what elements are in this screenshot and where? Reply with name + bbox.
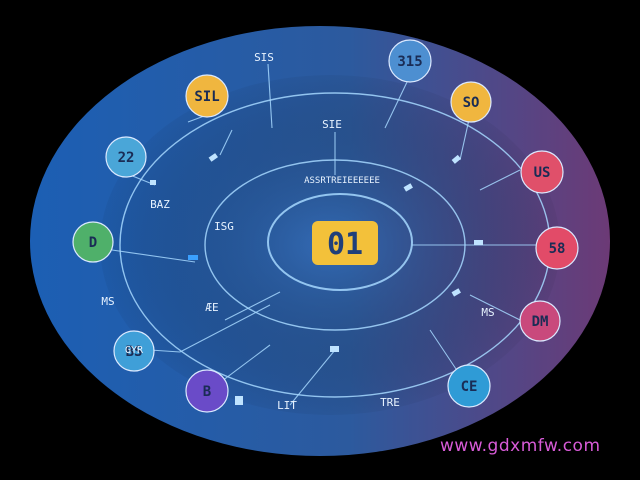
label-gyr: GYR xyxy=(125,345,144,356)
node-label: SO xyxy=(463,95,480,111)
node-so: SO xyxy=(450,81,492,123)
center-label: 01 xyxy=(327,227,363,262)
connector xyxy=(459,114,471,161)
connector xyxy=(267,63,273,129)
label-ae: ÆE xyxy=(205,301,218,314)
connector-tick xyxy=(235,396,243,405)
connector xyxy=(219,129,233,156)
label-tre: TRE xyxy=(380,396,400,409)
connector xyxy=(479,169,521,191)
connector xyxy=(179,304,271,353)
node-ce: CE xyxy=(447,364,491,408)
node-circle xyxy=(105,136,147,178)
node-circle xyxy=(72,221,114,263)
node-circle xyxy=(520,150,564,194)
node-dm: DM xyxy=(519,300,561,342)
label-baz: BAZ xyxy=(150,198,170,211)
label-sis: SIS xyxy=(254,51,274,64)
watermark: www.gdxmfw.com xyxy=(440,436,601,456)
node-58: 58 xyxy=(535,226,579,270)
node-circle xyxy=(113,330,155,372)
node-label: B xyxy=(203,384,211,400)
node-315: 315 xyxy=(388,39,432,83)
node-circle xyxy=(185,369,229,413)
node-circle xyxy=(388,39,432,83)
label-isg: ISG xyxy=(214,220,234,233)
node-circle xyxy=(185,74,229,118)
center-badge: 01 xyxy=(312,221,378,265)
connector xyxy=(111,249,196,263)
node-label: D xyxy=(89,235,97,251)
orbit-ring-inner xyxy=(267,193,413,291)
connector-tick xyxy=(330,346,339,352)
connector-tick xyxy=(208,153,218,162)
node-b: B xyxy=(185,369,229,413)
label-ring: ASSRTREIEEEEEE xyxy=(304,176,380,186)
label-ms: MS xyxy=(101,295,114,308)
node-label: 58 xyxy=(549,241,566,257)
connector-tick xyxy=(403,183,413,192)
connector-tick xyxy=(474,240,483,245)
connector xyxy=(384,79,409,129)
connector xyxy=(429,329,461,376)
node-label: DM xyxy=(532,314,549,330)
node-circle xyxy=(447,364,491,408)
connector-tick xyxy=(150,180,156,185)
center-block xyxy=(312,221,378,265)
node-d: D xyxy=(72,221,114,263)
connector xyxy=(289,349,336,406)
connector-tick xyxy=(451,288,461,297)
node-sil: SIL xyxy=(185,74,229,118)
label-lit: LIT xyxy=(277,399,297,412)
node-label: 315 xyxy=(397,54,422,70)
connector-tick xyxy=(188,255,198,260)
node-label: CE xyxy=(461,379,478,395)
node-label: US xyxy=(534,165,551,181)
node-bs: BS xyxy=(113,330,155,372)
connector xyxy=(149,349,181,353)
node-label: SIL xyxy=(194,89,219,105)
node-circle xyxy=(450,81,492,123)
label-ms2: MS xyxy=(481,306,494,319)
node-label: BS xyxy=(126,344,143,360)
node-circle xyxy=(519,300,561,342)
node-label: 22 xyxy=(118,150,135,166)
connector xyxy=(224,291,281,321)
node-circle xyxy=(535,226,579,270)
label-sie: SIE xyxy=(322,118,342,131)
node-22: 22 xyxy=(105,136,147,178)
node-us: US xyxy=(520,150,564,194)
connector xyxy=(469,294,521,321)
connector-tick xyxy=(451,154,461,164)
